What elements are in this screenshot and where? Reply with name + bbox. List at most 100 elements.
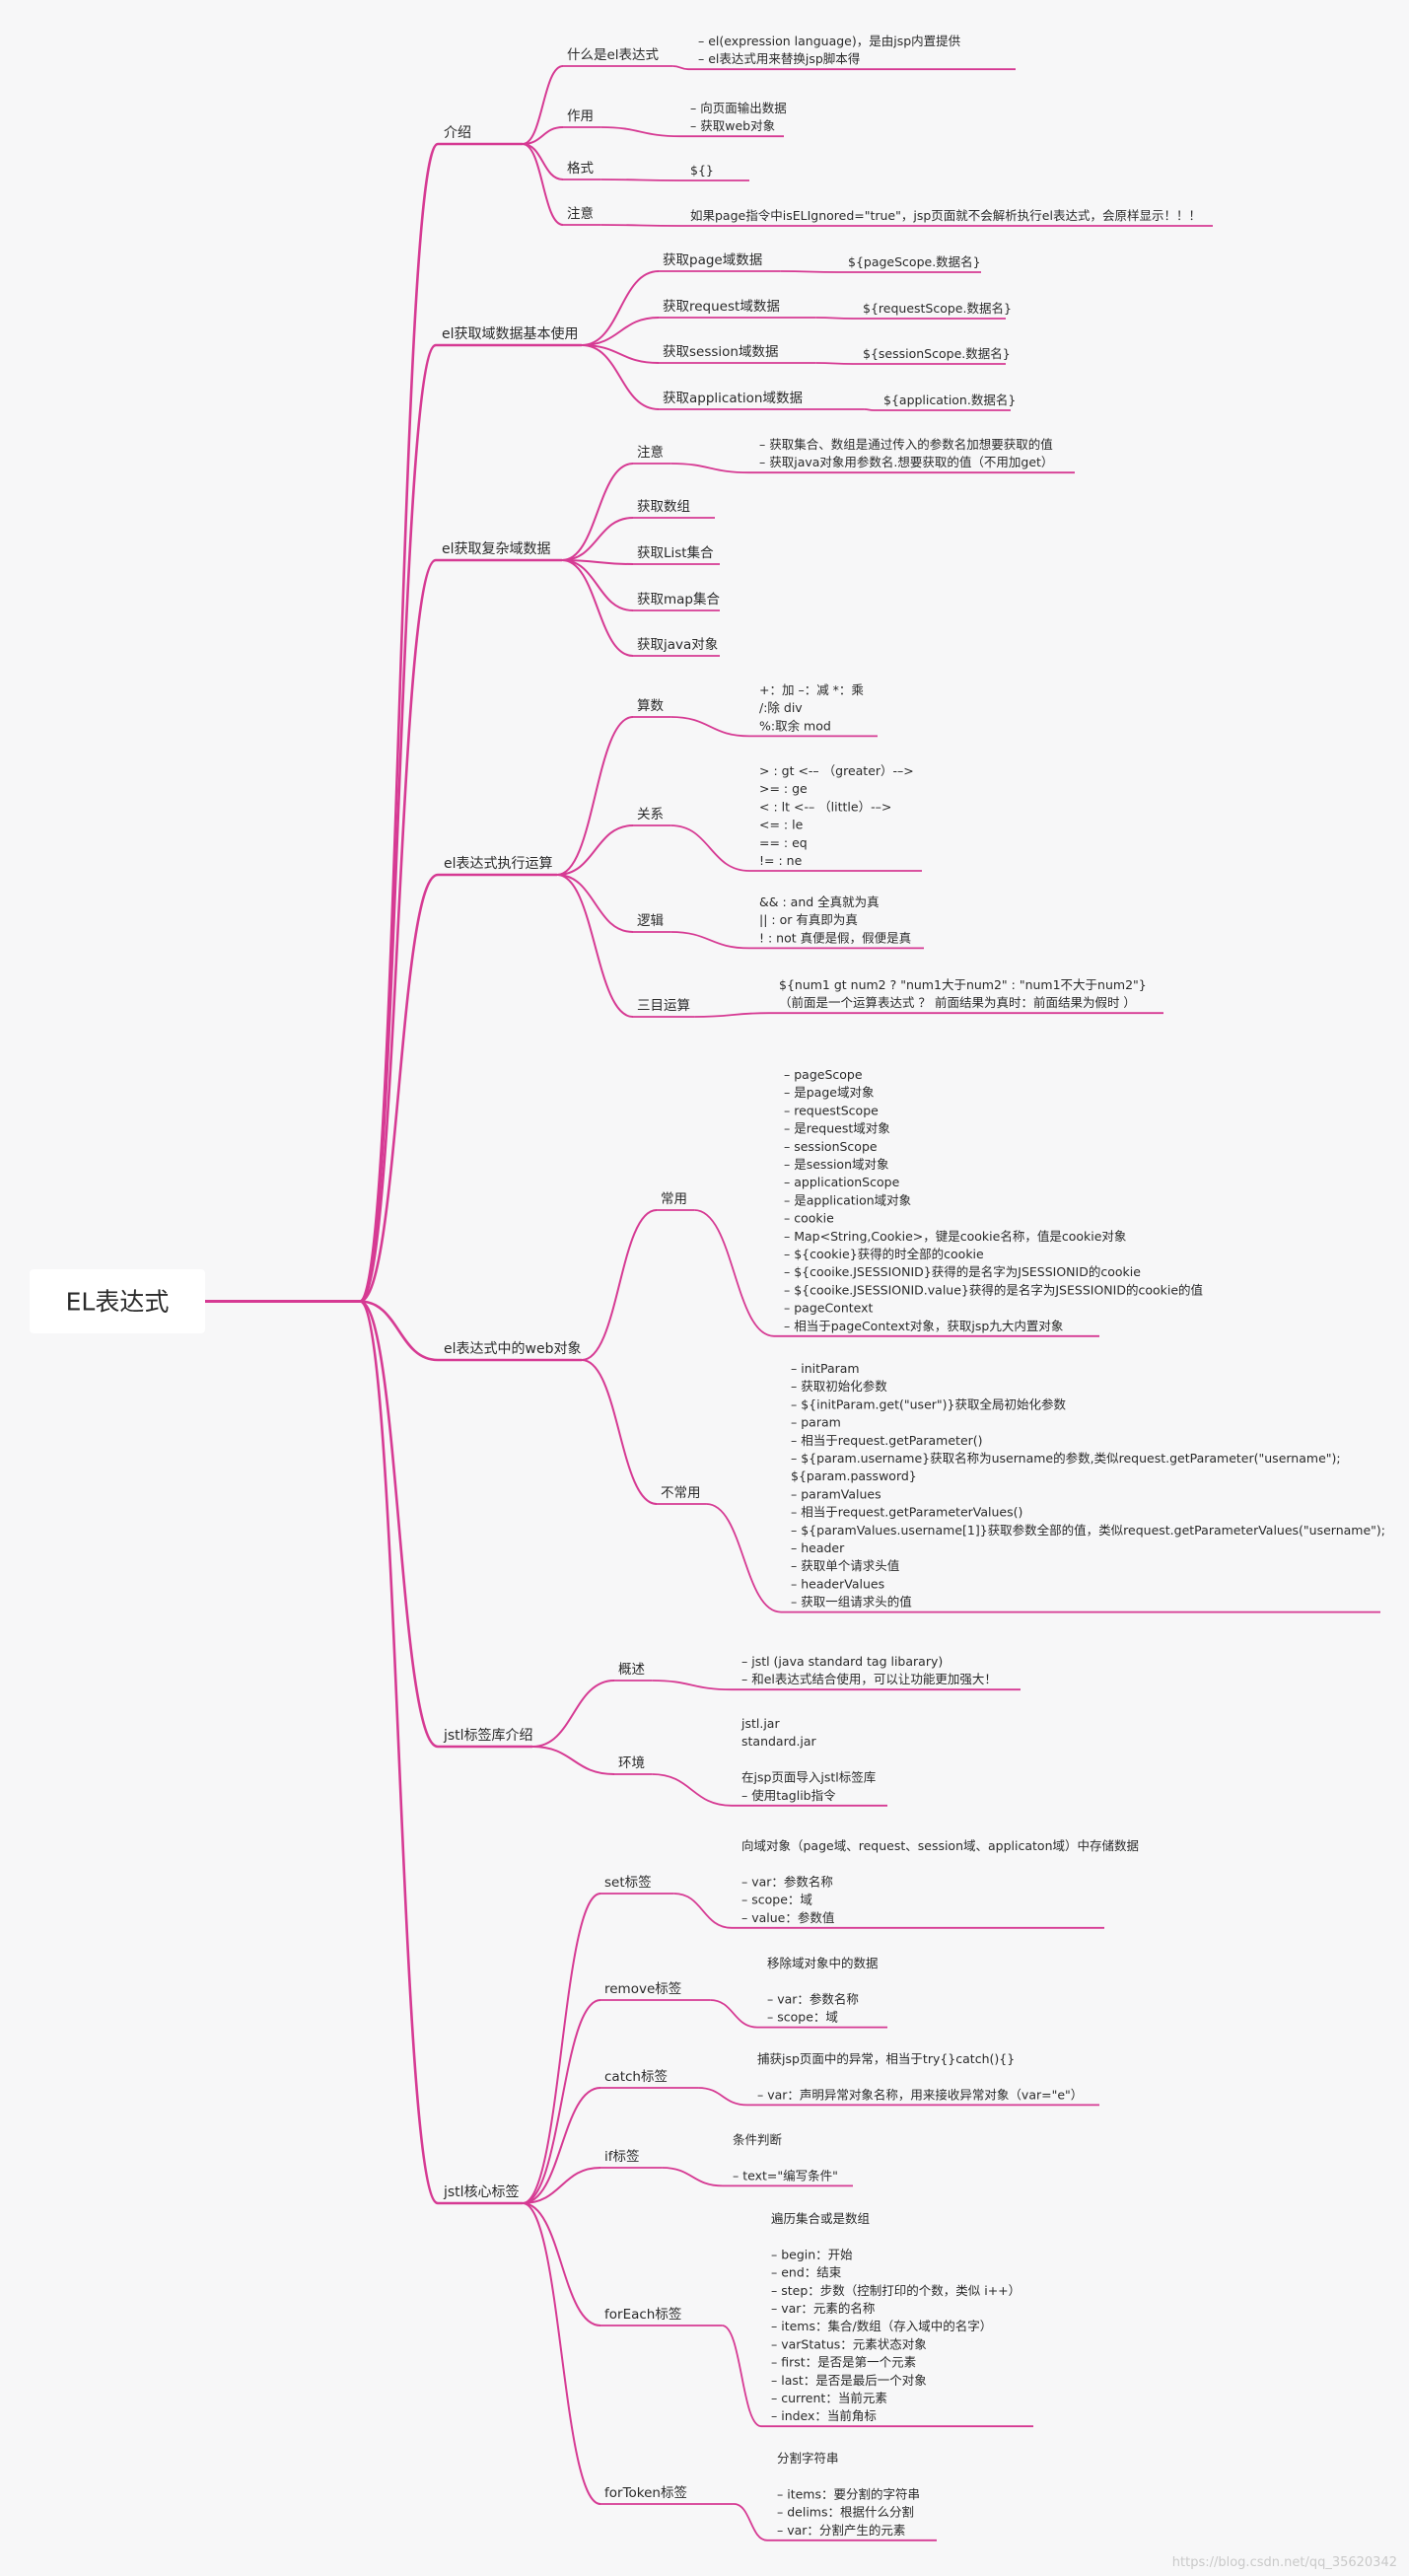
topic-label: if标签	[604, 2148, 640, 2165]
note-line: 条件判断	[733, 2132, 782, 2147]
note-line: – ${paramValues.username[1]}获取参数全部的值，类似r…	[791, 1523, 1385, 1538]
topic-connector	[522, 143, 564, 226]
note-line: %:取余 mod	[759, 718, 831, 733]
branch-label: el获取复杂域数据	[442, 540, 551, 557]
note-line: – var：元素的名称	[771, 2301, 875, 2316]
note-line: – Map<String,Cookie>，键是cookie名称，值是cookie…	[784, 1229, 1126, 1244]
note-line: ${requestScope.数据名}	[863, 301, 1012, 316]
note-line: – varStatus：元素状态对象	[771, 2336, 927, 2351]
topic-connector	[561, 559, 634, 657]
topic-label: 环境	[618, 1755, 645, 1771]
topic-label: 获取request域数据	[663, 299, 780, 315]
note-connector	[698, 2087, 748, 2107]
topic-label: catch标签	[604, 2068, 668, 2085]
note-line: – 是request域对象	[784, 1121, 890, 1136]
topic-label: 作用	[567, 108, 594, 124]
branch-label: jstl核心标签	[443, 2183, 520, 2200]
note-line: – pageScope	[784, 1067, 863, 1082]
note-line: – 获取初始化参数	[791, 1379, 887, 1394]
note-line: ${param.password}	[791, 1468, 917, 1483]
topic-connector	[581, 1209, 658, 1361]
note-connector	[600, 224, 681, 227]
note-line: ${}	[690, 163, 714, 178]
note-line: == : eq	[759, 835, 808, 850]
note-line: – var：参数名称	[741, 1874, 833, 1889]
topic-connector	[522, 2202, 601, 2326]
note-line: – text="编写条件"	[733, 2168, 838, 2182]
topic-connector	[561, 559, 634, 565]
note-line: +：加 –：减 *：乘	[759, 682, 864, 697]
topic-connector	[522, 65, 564, 145]
branch-label: el表达式中的web对象	[444, 1341, 581, 1357]
note-line: – delims：根据什么分割	[777, 2505, 914, 2520]
note-line: 移除域对象中的数据	[767, 1956, 879, 1970]
note-line: – 获取一组请求头的值	[791, 1595, 912, 1610]
note-line: – scope：域	[741, 1893, 812, 1907]
topic-label: 不常用	[661, 1485, 701, 1501]
note-line: – 获取web对象	[690, 118, 775, 133]
topic-connector	[581, 1359, 658, 1505]
note-line: – var：参数名称	[767, 1991, 859, 2006]
topic-label: remove标签	[604, 1980, 682, 1997]
note-line: – 相当于request.getParameterValues()	[791, 1505, 1022, 1520]
topic-connector	[581, 344, 660, 364]
topic-connector	[531, 1746, 615, 1775]
note-line: – 和el表达式结合使用，可以让功能更加强大！	[741, 1672, 997, 1686]
topic-label: 获取java对象	[637, 637, 718, 653]
note-line: – 是application域对象	[784, 1192, 911, 1207]
topic-connector	[522, 2202, 601, 2505]
branch-connector	[358, 343, 438, 1303]
topic-label: 常用	[661, 1191, 687, 1207]
note-line: – cookie	[784, 1211, 834, 1226]
branch-connector	[359, 1300, 439, 1749]
topic-connector	[531, 1680, 615, 1748]
note-line: > : gt <-– （greater）-–>	[759, 763, 914, 778]
root-box	[30, 1269, 205, 1333]
note-connector	[670, 463, 750, 474]
branch-connector	[359, 1300, 439, 1362]
note-line: – scope：域	[767, 2010, 838, 2025]
note-line: – 使用taglib指令	[741, 1788, 836, 1803]
note-connector	[672, 65, 689, 71]
topic-connector	[522, 2087, 601, 2204]
note-line: – var：分割产生的元素	[777, 2523, 905, 2538]
note-line: – items：集合/数组（存入域中的名字）	[771, 2319, 992, 2333]
topic-label: 关系	[637, 807, 664, 823]
note-line: – first：是否是第一个元素	[771, 2355, 916, 2370]
branch-connector	[359, 873, 439, 1303]
note-line: – index：当前角标	[771, 2408, 877, 2423]
topic-connector	[561, 463, 634, 561]
note-line: – initParam	[791, 1361, 860, 1376]
note-line: – 是page域对象	[784, 1085, 874, 1100]
topic-connector	[522, 2167, 601, 2204]
topic-connector	[522, 1999, 601, 2204]
topic-label: 什么是el表达式	[567, 47, 660, 63]
note-connector	[662, 2167, 724, 2187]
topic-label: 注意	[567, 205, 594, 222]
branch-label: el表达式执行运算	[444, 856, 553, 872]
note-connector	[864, 408, 875, 411]
note-line: – ${cookie}获得的时全部的cookie	[784, 1247, 984, 1261]
branch-connector	[358, 142, 440, 1303]
note-line: – current：当前元素	[771, 2391, 887, 2405]
topic-connector	[561, 559, 634, 611]
note-line: – jstl (java standard tag libarary)	[741, 1654, 943, 1669]
note-line: ! : not 真便是假，假便是真	[759, 930, 911, 945]
note-line: – header	[791, 1540, 845, 1555]
root-node: EL表达式	[30, 1269, 205, 1333]
topic-label: 格式	[567, 161, 595, 177]
note-connector	[694, 1209, 775, 1337]
note-line: – begin：开始	[771, 2247, 853, 2261]
note-connector	[652, 1680, 733, 1691]
note-line: – ${cooike.JSESSIONID.value}获得的是名字为JSESS…	[784, 1282, 1203, 1297]
note-line: 分割字符串	[777, 2451, 839, 2466]
note-line: 在jsp页面导入jstl标签库	[741, 1770, 876, 1785]
note-connector	[780, 270, 839, 273]
note-line: – paramValues	[791, 1486, 881, 1501]
topic-label: 概述	[618, 1662, 645, 1678]
topic-connector	[581, 317, 660, 346]
note-line: – ${cooike.JSESSIONID}获得的是名字为JSESSIONID的…	[784, 1264, 1141, 1279]
note-line: /:除 div	[759, 700, 803, 715]
note-line: – items：要分割的字符串	[777, 2486, 920, 2501]
